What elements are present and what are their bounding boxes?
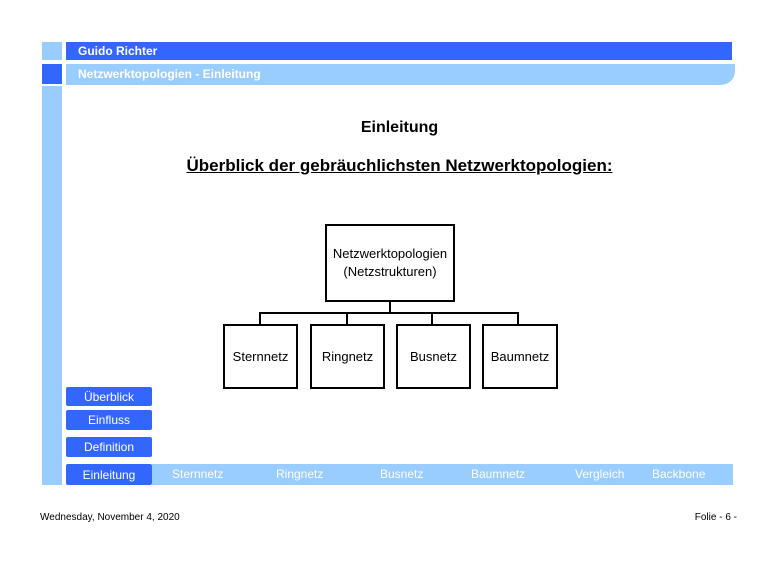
accent-strip: [42, 86, 62, 485]
connector-stub-busnetz: [431, 314, 433, 324]
breadcrumb-bar: Netzwerktopologien - Einleitung: [66, 64, 735, 85]
breadcrumb: Netzwerktopologien - Einleitung: [78, 67, 261, 81]
diagram-box-busnetz: Busnetz: [396, 324, 471, 389]
bottom-link-ringnetz[interactable]: Ringnetz: [276, 467, 324, 481]
author-bar: Guido Richter: [66, 42, 732, 60]
bottom-link-baumnetz[interactable]: Baumnetz: [471, 467, 526, 481]
bottom-link-vergleich[interactable]: Vergleich: [575, 467, 625, 481]
footer-page-number: Folie - 6 -: [694, 512, 737, 523]
diagram-root-box: Netzwerktopologien (Netzstrukturen): [325, 224, 455, 302]
connector-stub-sternnetz: [259, 314, 261, 324]
author-name: Guido Richter: [78, 44, 158, 58]
accent-square-light: [42, 42, 62, 60]
diagram-box-ringnetz: Ringnetz: [310, 324, 385, 389]
page-title: Einleitung: [360, 119, 439, 136]
diagram-root-line2: (Netzstrukturen): [343, 264, 437, 279]
bottom-link-backbone[interactable]: Backbone: [652, 467, 706, 481]
bottom-link-busnetz[interactable]: Busnetz: [380, 467, 424, 481]
connector-stub-ringnetz: [346, 314, 348, 324]
connector-stub-baumnetz: [517, 314, 519, 324]
bottom-link-sternnetz[interactable]: Sternnetz: [172, 467, 224, 481]
connector-root-vertical: [389, 302, 391, 313]
accent-square-dark: [42, 64, 62, 84]
diagram-box-baumnetz: Baumnetz: [482, 324, 558, 389]
nav-button-definition[interactable]: Definition: [66, 437, 152, 457]
page-subtitle: Überblick der gebräuchlichsten Netzwerkt…: [186, 156, 613, 175]
diagram-root-line1: Netzwerktopologien: [332, 246, 448, 262]
bottom-link-bar: [152, 464, 733, 485]
diagram-box-sternnetz: Sternnetz: [223, 324, 298, 389]
nav-button-ueberblick[interactable]: Überblick: [66, 387, 152, 406]
nav-button-einleitung[interactable]: Einleitung: [66, 464, 152, 485]
nav-button-einfluss[interactable]: Einfluss: [66, 410, 152, 430]
connector-horizontal: [259, 312, 519, 314]
footer-date: Wednesday, November 4, 2020: [40, 512, 180, 523]
